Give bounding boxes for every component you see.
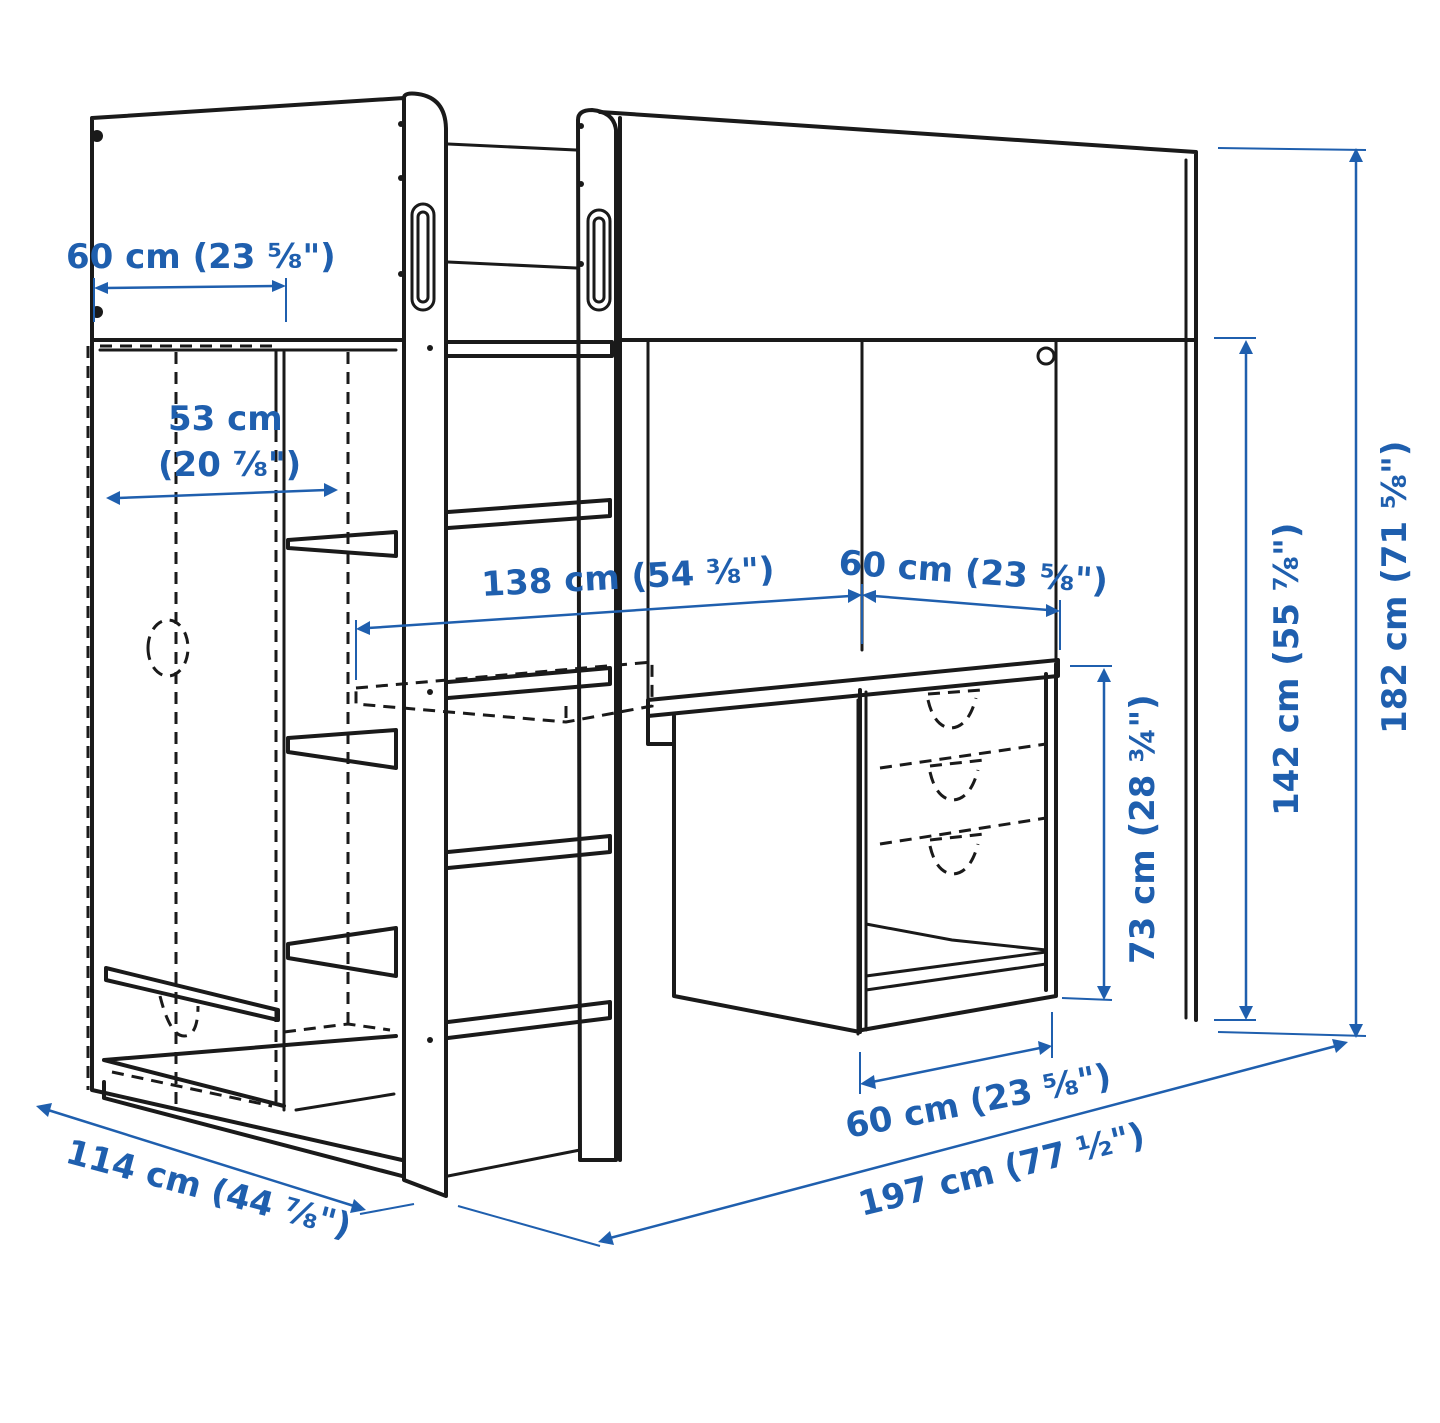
right-end-panel	[598, 110, 1198, 1162]
total-depth-label: 114 cm (44 ⅞")	[62, 1132, 356, 1247]
front-ladder-post	[576, 108, 618, 1162]
ladder-rungs	[446, 498, 612, 1178]
loft-bed-drawing	[86, 91, 1198, 1198]
desk-extension-label: 138 cm (54 ⅜")	[480, 550, 775, 605]
desk	[354, 658, 1060, 1036]
top-left-width-label: 60 cm (23 ⅝")	[66, 237, 336, 277]
dimension-lines	[36, 147, 1367, 1247]
upper-ladder	[446, 142, 614, 358]
wardrobe-width-cm-label: 53 cm	[168, 399, 283, 439]
wardrobe-width-in-label: (20 ⅞")	[158, 445, 301, 485]
dimension-labels: 60 cm (23 ⅝") 53 cm (20 ⅞") 138 cm (54 ⅜…	[62, 237, 1415, 1247]
desk-height-label: 73 cm (28 ¾")	[1123, 694, 1163, 964]
desk-depth-top-label: 60 cm (23 ⅝")	[837, 543, 1109, 602]
wardrobe-unit	[86, 338, 404, 1178]
total-height-label: 182 cm (71 ⅝")	[1375, 441, 1415, 734]
under-bed-height-label: 142 cm (55 ⅞")	[1267, 523, 1307, 816]
